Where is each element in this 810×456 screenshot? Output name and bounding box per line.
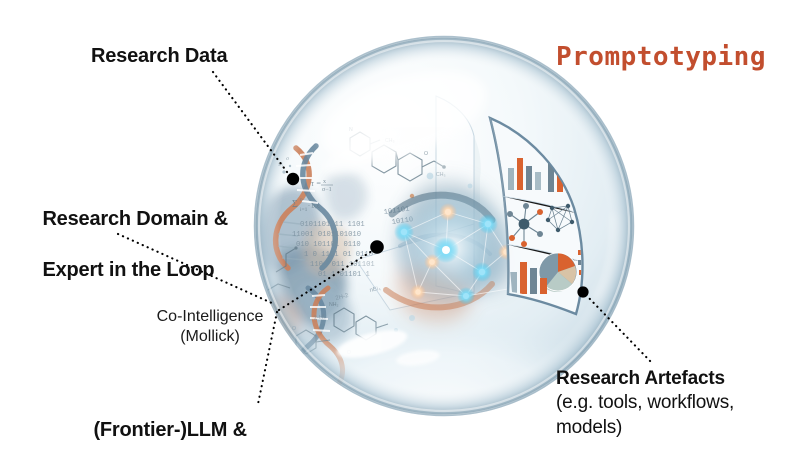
connector-frontier-llm (256, 310, 279, 406)
connector-lines (116, 70, 653, 406)
dot-research-data (286, 172, 300, 186)
label-research-artefacts-sub-line1: (e.g. tools, workflows, (556, 392, 735, 414)
connector-dots (286, 172, 589, 298)
label-co-intelligence-line1: Co-Intelligence (156, 308, 264, 325)
connector-research-artefacts (584, 293, 653, 364)
label-research-domain-line2: Expert in the Loop (42, 258, 215, 281)
label-research-artefacts-heading: Research Artefacts (556, 368, 725, 389)
dot-research-domain (370, 240, 384, 254)
label-co-intelligence: Co-Intelligence (Mollick) (135, 307, 285, 348)
label-research-artefacts: Research Artefacts (e.g. tools, workflow… (556, 367, 786, 440)
label-frontier-llm-line1: (Frontier-)LLM & (93, 418, 247, 441)
label-frontier-llm-context-engineering: (Frontier-)LLM & Context Engineering (72, 392, 285, 456)
label-research-data: Research Data (91, 45, 228, 67)
label-research-artefacts-sub-line2: models) (556, 416, 623, 438)
connector-research-data (211, 70, 292, 178)
dot-research-artefacts (577, 286, 589, 298)
label-co-intelligence-line2: (Mollick) (180, 328, 240, 346)
connector-research-domain (116, 232, 276, 306)
label-research-domain-expert: Research Domain & Expert in the Loop (21, 181, 228, 309)
title-promptotyping: Promptotyping (556, 42, 766, 72)
label-research-domain-line1: Research Domain & (42, 207, 228, 230)
